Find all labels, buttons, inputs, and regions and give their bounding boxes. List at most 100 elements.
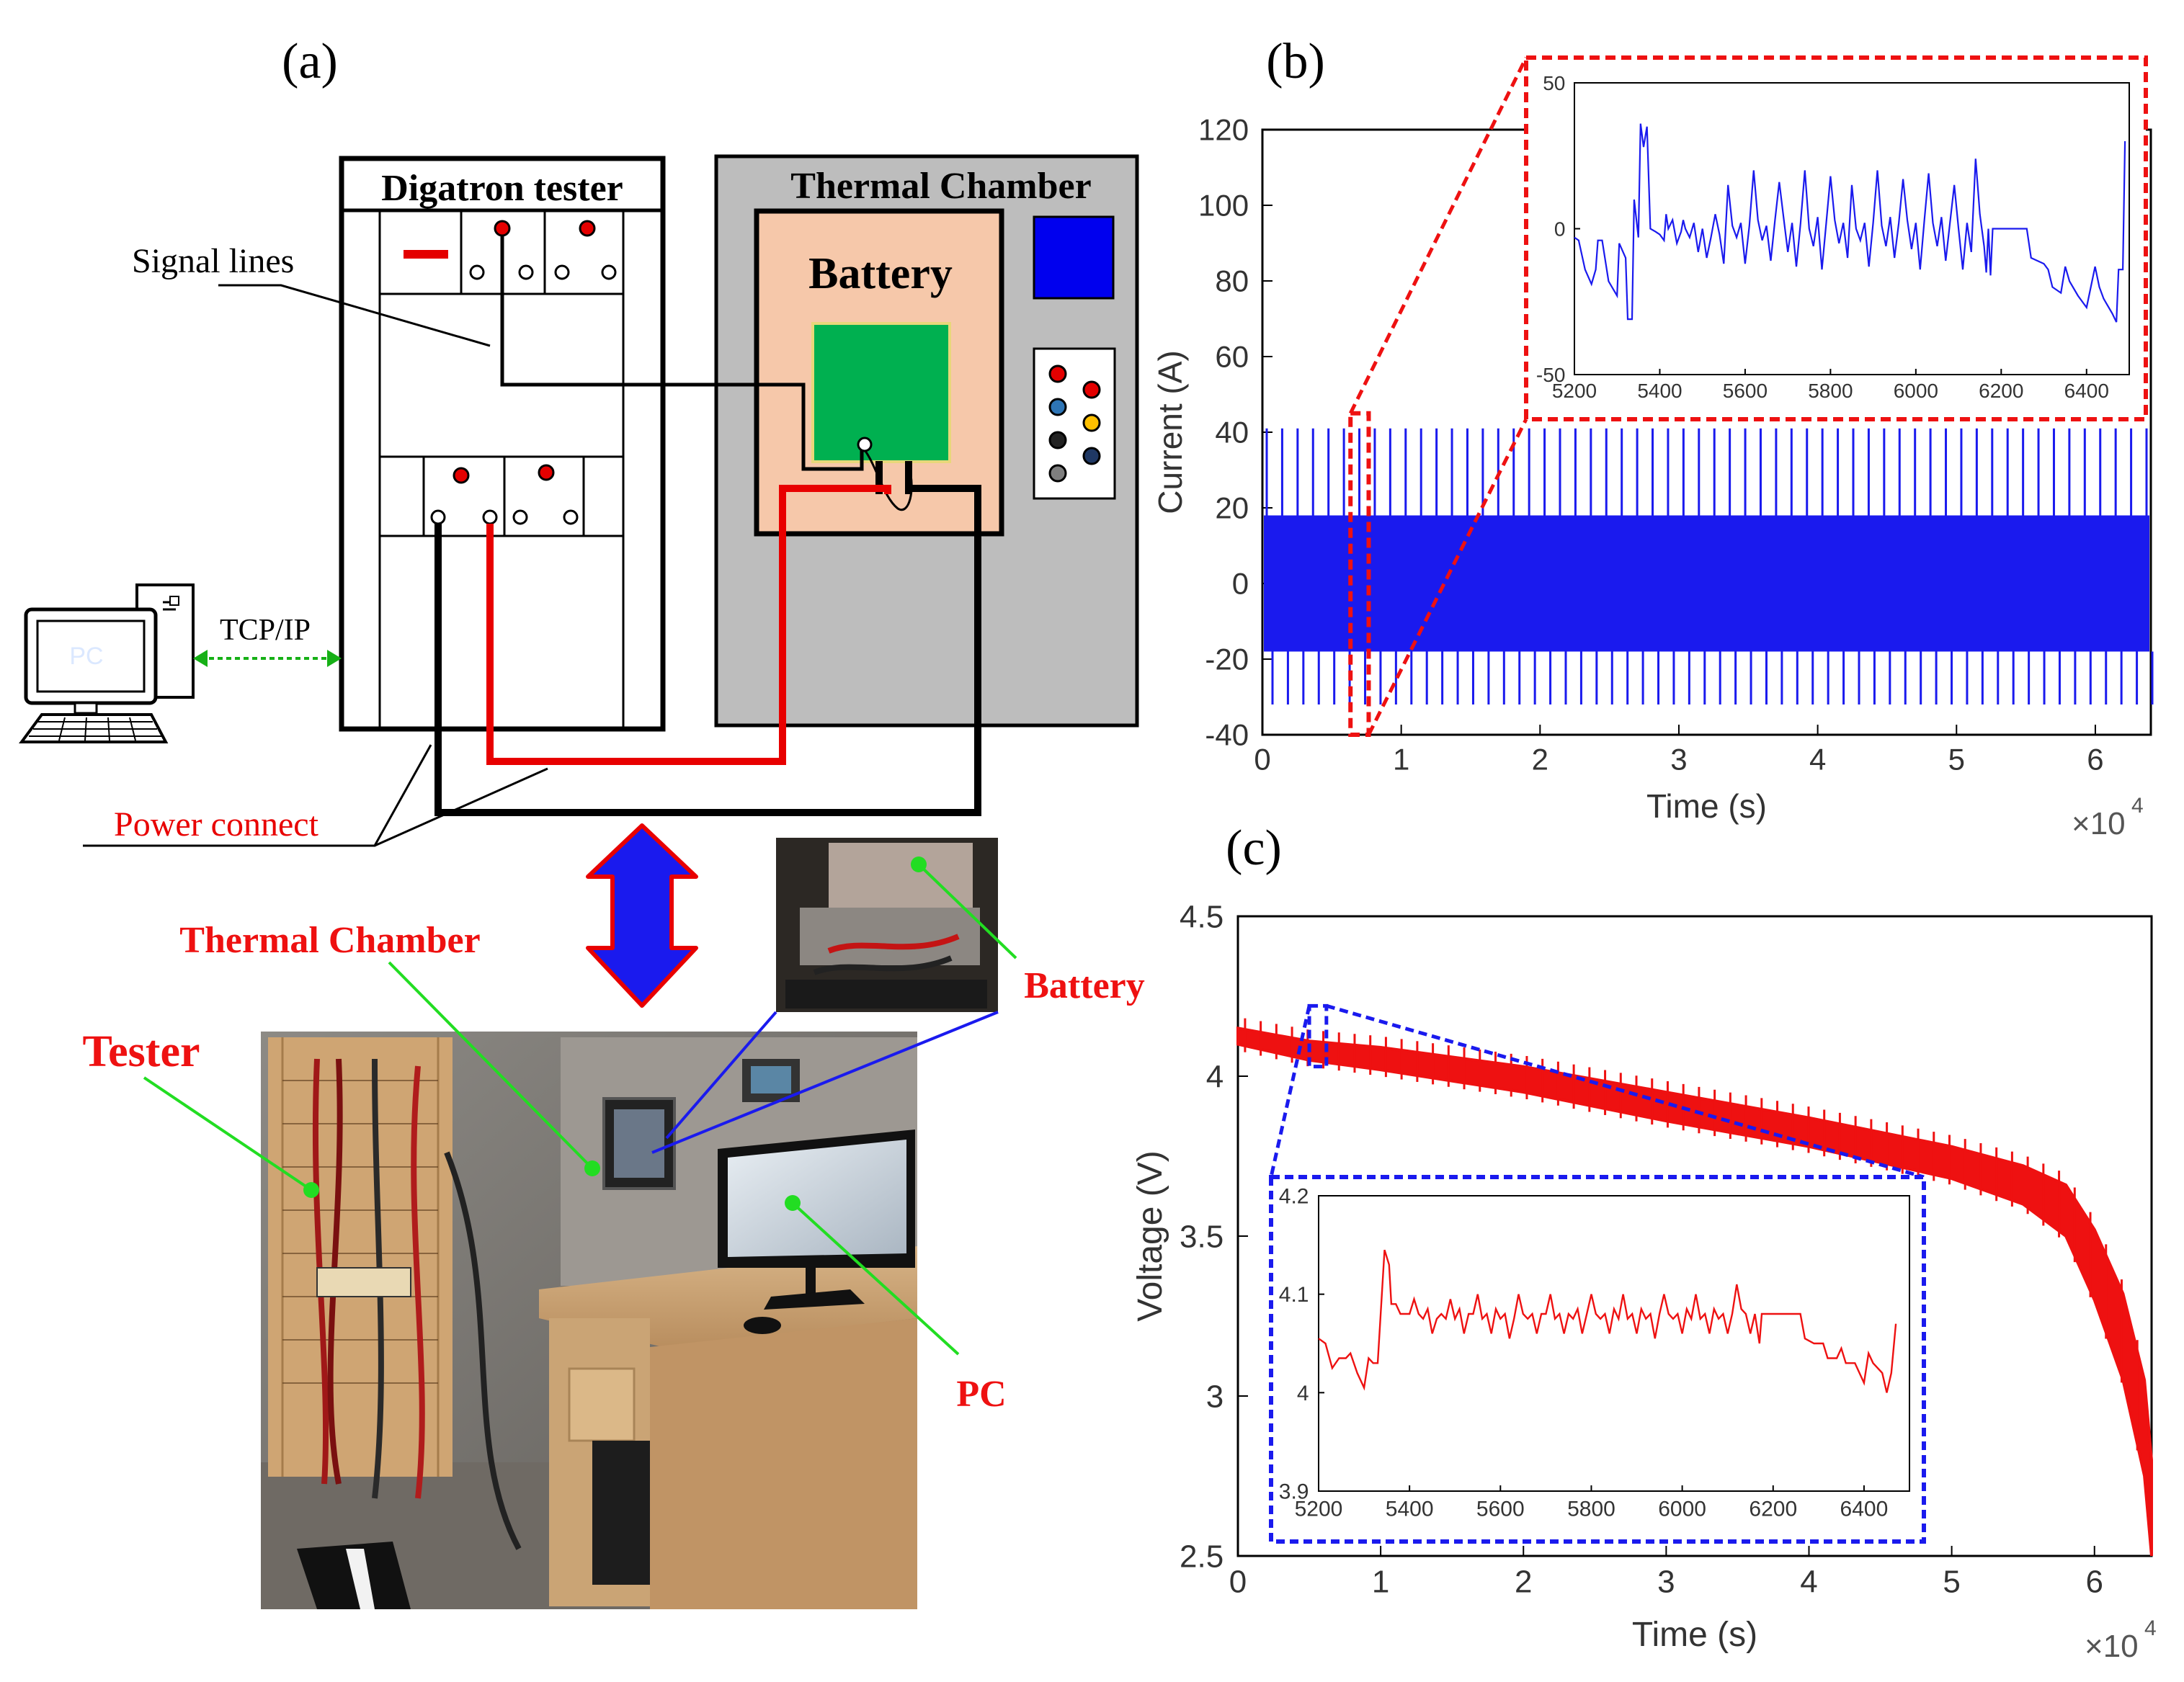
tcp-ip-label: TCP/IP: [220, 614, 311, 647]
x-tick-label: 3: [1670, 742, 1687, 776]
zoom-connector: [1326, 1003, 1925, 1179]
panel-label-c: (c): [1226, 820, 1282, 876]
y-tick-label: 4.2: [1279, 1185, 1309, 1209]
inset-voltage-line: [1318, 1249, 1897, 1393]
x-multiplier-exp: 4: [2131, 794, 2144, 818]
zoom-box: [1307, 1003, 1329, 1069]
double-arrow-icon: [586, 823, 698, 1008]
photo-label-thermal-chamber: Thermal Chamber: [179, 920, 480, 961]
signal-lines-label: Signal lines: [132, 242, 294, 280]
x-tick-label: 4: [1800, 1565, 1817, 1600]
x-tick-label: 1: [1393, 742, 1409, 776]
indicator-light: [538, 464, 555, 481]
chamber-title: Thermal Chamber: [790, 166, 1091, 207]
inset-current-line: [1574, 123, 2126, 323]
zoom-connector: [1348, 56, 1528, 414]
x-tick-label: 6400: [1840, 1498, 1889, 1521]
x-tick-label: 5800: [1808, 380, 1853, 402]
x-tick-label: 6: [2086, 1565, 2103, 1600]
x-tick-label: 5400: [1637, 380, 1682, 402]
x-tick-label: 6400: [2064, 380, 2109, 402]
y-tick-label: 3.9: [1279, 1480, 1309, 1504]
power-connect-label: Power connect: [114, 805, 319, 844]
y-tick-label: 0: [1232, 567, 1249, 601]
lab-photo: Thermal Chamber Tester Battery PC: [83, 838, 1145, 1609]
x-tick-label: 0: [1229, 1565, 1247, 1600]
plot-frame: [1574, 82, 2130, 375]
battery-cell: [811, 322, 951, 463]
x-tick-label: 3: [1657, 1565, 1675, 1600]
x-tick-label: 6000: [1658, 1498, 1706, 1521]
y-tick-label: -40: [1205, 718, 1249, 752]
y-tick-label: 120: [1198, 113, 1249, 147]
x-tick-label: 5200: [1552, 380, 1597, 402]
y-tick-label: 20: [1215, 491, 1249, 525]
y-tick-label: -20: [1205, 643, 1249, 676]
photo-label-tester: Tester: [83, 1027, 200, 1076]
indicator-light: [453, 467, 470, 484]
chart-b-inset: 5200 5400 5600 5800 6000 6200 6400 -50 0 50: [1348, 55, 2148, 736]
x-tick-label: 6200: [1979, 380, 2023, 402]
y-axis-label: Voltage (V): [1131, 1150, 1169, 1321]
photo-label-pc: PC: [956, 1374, 1006, 1415]
pc-icon: PC: [19, 583, 195, 743]
x-tick-label: 4: [1809, 742, 1826, 776]
battery-photo-inset: [776, 838, 998, 1012]
x-tick-label: 6000: [1894, 380, 1938, 402]
y-tick-label: 40: [1215, 416, 1249, 449]
x-tick-label: 1: [1372, 1565, 1389, 1600]
x-tick-label: 5: [1943, 1565, 1960, 1600]
y-axis-label: Current (A): [1151, 350, 1189, 514]
x-tick-label: 5: [1948, 742, 1965, 776]
indicator-light: [579, 220, 596, 237]
control-display: [1033, 215, 1115, 300]
photo-label-battery: Battery: [1024, 965, 1144, 1006]
x-multiplier: ×10: [2085, 1629, 2139, 1664]
y-tick-label: 4: [1297, 1382, 1309, 1405]
x-multiplier-exp: 4: [2144, 1616, 2157, 1640]
y-tick-label: 50: [1543, 72, 1565, 94]
x-axis-label: Time (s): [1646, 787, 1767, 825]
wiring: [83, 236, 981, 847]
x-tick-label: 5800: [1567, 1498, 1615, 1521]
display-led: [404, 250, 448, 259]
battery-label-schematic: Battery: [808, 249, 953, 298]
panel-label-a: (a): [282, 34, 338, 89]
y-tick-label: 4.5: [1180, 899, 1224, 934]
x-axis-label: Time (s): [1632, 1616, 1757, 1654]
y-tick-label: -50: [1536, 364, 1565, 386]
x-tick-label: 5600: [1476, 1498, 1525, 1521]
zoom-box: [1348, 411, 1371, 737]
y-tick-label: 60: [1215, 340, 1249, 374]
y-tick-label: 4.1: [1279, 1283, 1309, 1307]
zoom-connector: [1269, 1005, 1311, 1178]
photo-pointers: [143, 856, 1017, 1356]
pc-screen-text: PC: [69, 643, 103, 670]
current-band: [1264, 515, 2149, 652]
y-tick-label: 0: [1554, 218, 1566, 240]
tester-title: Digatron tester: [381, 168, 623, 209]
y-tick-label: 3.5: [1180, 1219, 1224, 1254]
indicator-light: [494, 220, 511, 237]
x-tick-label: 6200: [1749, 1498, 1797, 1521]
x-tick-label: 6: [2087, 742, 2103, 776]
x-tick-label: 2: [1532, 742, 1548, 776]
zoom-connector: [1367, 418, 1528, 736]
x-tick-label: 2: [1515, 1565, 1532, 1600]
y-tick-label: 3: [1206, 1379, 1224, 1414]
x-multiplier: ×10: [2072, 806, 2126, 841]
x-tick-label: 5600: [1723, 380, 1768, 402]
tcp-ip-link: TCP/IP: [193, 614, 342, 667]
x-tick-label: 5200: [1295, 1498, 1343, 1521]
y-tick-label: 80: [1215, 264, 1249, 298]
plot-frame: [1318, 1195, 1910, 1492]
y-tick-label: 100: [1198, 189, 1249, 223]
control-panel: [1033, 347, 1116, 500]
panel-label-b: (b): [1266, 34, 1325, 89]
